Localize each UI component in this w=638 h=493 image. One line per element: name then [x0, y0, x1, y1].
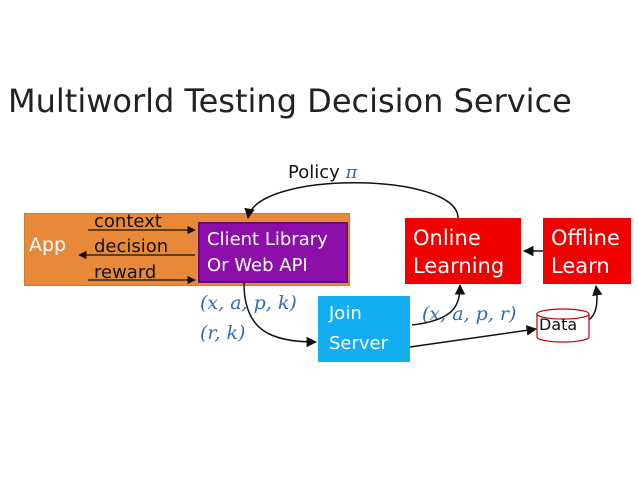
online-learning-box: Online Learning — [405, 218, 521, 284]
data-store-icon — [536, 308, 590, 343]
app-label: App — [29, 234, 67, 256]
join-server-box: Join Server — [318, 296, 410, 362]
diagram-title: Multiworld Testing Decision Service — [8, 82, 572, 120]
online-learning-line2: Learning — [413, 254, 505, 278]
join-to-online-arrow — [411, 283, 466, 326]
online-learning-line1: Online — [413, 226, 481, 250]
client-library-line1: Client Library — [207, 229, 328, 250]
reward-label: reward — [94, 262, 157, 283]
tuple-rk: (r, k) — [200, 322, 246, 344]
client-library-box: Client Library Or Web API — [198, 222, 348, 283]
join-to-data-arrow — [409, 325, 538, 348]
decision-label: decision — [94, 236, 169, 257]
policy-symbol: π — [345, 162, 358, 183]
tuple-xapr: (x, a, p, r) — [422, 303, 517, 325]
join-server-line2: Server — [329, 333, 389, 354]
policy-label: Policy π — [288, 162, 357, 183]
policy-text: Policy — [288, 162, 340, 183]
offline-learn-line2: Learn — [551, 254, 610, 278]
context-label: context — [94, 211, 162, 232]
join-server-line1: Join — [329, 303, 362, 324]
client-to-join-arrow — [243, 282, 318, 348]
offline-learn-box: Offline Learn — [543, 218, 631, 284]
tuple-xapk: (x, a, p, k) — [200, 292, 297, 314]
policy-arrow — [244, 182, 459, 220]
data-label: Data — [539, 315, 578, 334]
client-library-line2: Or Web API — [207, 255, 308, 276]
offline-learn-line1: Offline — [551, 226, 620, 250]
